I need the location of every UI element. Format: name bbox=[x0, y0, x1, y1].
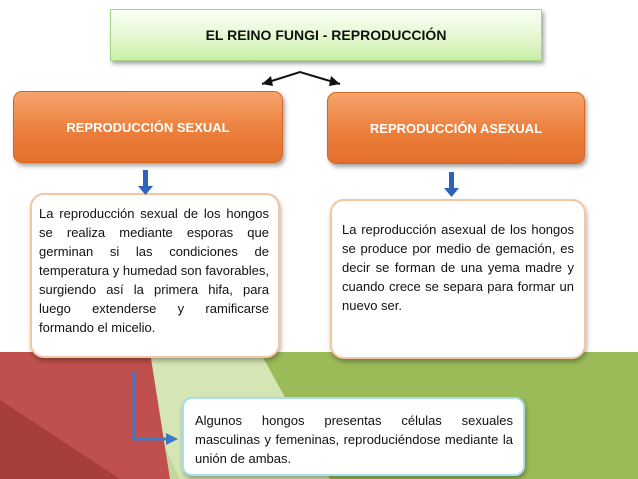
sexual-reproduction-heading: REPRODUCCIÓN SEXUAL bbox=[13, 91, 283, 163]
diagram-title: EL REINO FUNGI - REPRODUCCIÓN bbox=[110, 9, 542, 61]
asexual-reproduction-description: La reproducción asexual de los hongos se… bbox=[330, 199, 586, 359]
sexual-reproduction-description: La reproducción sexual de los hongos se … bbox=[30, 193, 280, 358]
asexual-reproduction-heading: REPRODUCCIÓN ASEXUAL bbox=[327, 92, 585, 164]
background-red-dark-shape bbox=[0, 400, 120, 479]
sexual-cells-description: Algunos hongos presentas células sexuale… bbox=[182, 397, 525, 476]
